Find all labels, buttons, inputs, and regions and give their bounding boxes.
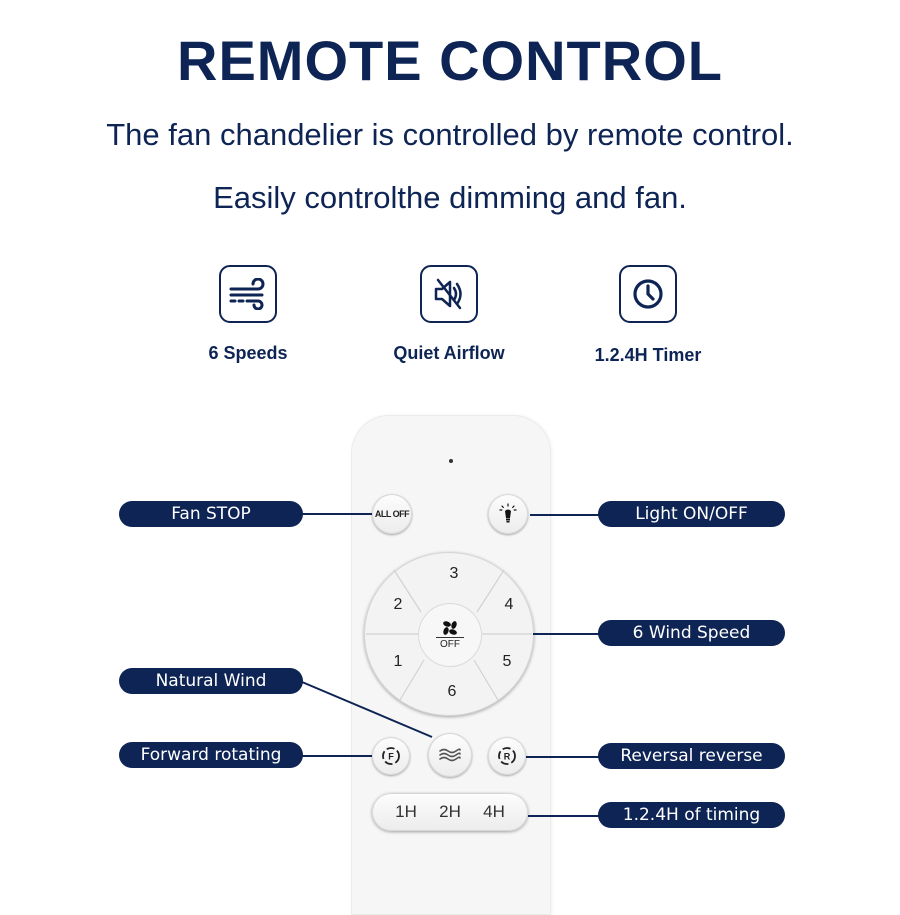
wind-icon <box>219 265 277 323</box>
forward-button[interactable]: F <box>372 737 410 775</box>
all-off-label: ALL OFF <box>374 509 410 519</box>
center-divider <box>436 637 464 638</box>
bulb-icon <box>499 503 517 523</box>
speed-5-button[interactable]: 5 <box>502 653 512 670</box>
forward-rotate-icon: F <box>382 747 400 765</box>
off-label: OFF <box>440 639 460 650</box>
timer-4h-button[interactable]: 4H <box>483 802 505 821</box>
connector-wind-speed <box>533 633 600 635</box>
speed-1-button[interactable]: 1 <box>393 653 403 670</box>
fan-icon <box>443 621 457 635</box>
connector-light <box>530 514 600 516</box>
feature-speeds: 6 Speeds <box>158 265 338 364</box>
subtitle-line-1: The fan chandelier is controlled by remo… <box>106 117 794 152</box>
callout-reversal-reverse: Reversal reverse <box>598 743 785 769</box>
timer-bar: 1H 2H 4H <box>372 793 528 831</box>
feature-quiet-airflow: Quiet Airflow <box>359 265 539 364</box>
callout-natural-wind: Natural Wind <box>119 668 303 694</box>
page-title: REMOTE CONTROL <box>177 29 723 92</box>
feature-label: 6 Speeds <box>208 343 288 363</box>
callout-fan-stop: Fan STOP <box>119 501 303 527</box>
connector-forward <box>302 755 372 757</box>
speed-2-button[interactable]: 2 <box>393 596 403 613</box>
speed-6-button[interactable]: 6 <box>447 683 457 700</box>
all-off-button[interactable]: ALL OFF <box>372 494 412 534</box>
feature-timer: 1.2.4H Timer <box>558 265 738 366</box>
reverse-button[interactable]: R <box>488 737 526 775</box>
connector-fan-stop <box>302 513 372 515</box>
dial-dividers <box>366 569 532 701</box>
indicator-led <box>449 459 453 463</box>
light-button[interactable] <box>488 494 528 534</box>
svg-text:F: F <box>388 752 394 762</box>
reverse-rotate-icon: R <box>498 747 516 765</box>
natural-wind-button[interactable] <box>428 733 472 777</box>
feature-label: 1.2.4H Timer <box>594 345 702 365</box>
subtitle-line-2: Easily controlthe dimming and fan. <box>213 180 687 215</box>
callout-timing: 1.2.4H of timing <box>598 802 785 828</box>
svg-text:R: R <box>504 752 511 762</box>
clock-icon <box>619 265 677 323</box>
mute-speaker-icon <box>420 265 478 323</box>
waves-icon <box>439 748 461 762</box>
connector-reverse <box>526 756 600 758</box>
fan-off-button[interactable]: OFF <box>418 603 482 667</box>
callout-light-on-off: Light ON/OFF <box>598 501 785 527</box>
callout-forward-rotating: Forward rotating <box>119 742 303 768</box>
speed-4-button[interactable]: 4 <box>504 596 514 613</box>
callout-wind-speed: 6 Wind Speed <box>598 620 785 646</box>
connector-timing <box>528 815 600 817</box>
timer-1h-button[interactable]: 1H <box>395 802 417 821</box>
feature-label: Quiet Airflow <box>393 343 505 363</box>
connector-natural-wind <box>301 681 433 738</box>
timer-2h-button[interactable]: 2H <box>439 802 461 821</box>
speed-3-button[interactable]: 3 <box>449 565 459 582</box>
